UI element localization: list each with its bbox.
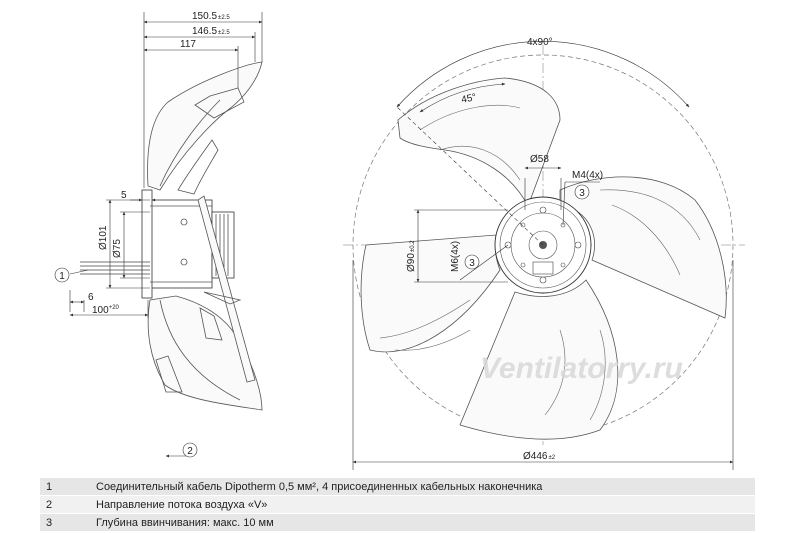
callout-airflow: 2 <box>182 442 198 458</box>
svg-text:3: 3 <box>579 188 585 199</box>
svg-text:3: 3 <box>469 258 475 269</box>
legend-text: Глубина ввинчивания: макс. 10 мм <box>90 513 755 532</box>
legend-row: 2 Направление потока воздуха «V» <box>40 495 755 514</box>
legend-table: 1 Соединительный кабель Dipotherm 0,5 мм… <box>40 478 755 532</box>
cable-offset-label: 6 <box>88 292 94 303</box>
svg-text:1: 1 <box>59 271 65 282</box>
outer-bolt-circle-label: Ø90±0.2 <box>406 240 417 272</box>
legend-text: Направление потока воздуха «V» <box>90 495 755 514</box>
inner-thread-label: M4(4x) <box>572 170 603 181</box>
legend-row: 3 Глубина ввинчивания: макс. 10 мм <box>40 513 755 532</box>
motor-diameter-label: Ø101 <box>98 225 109 250</box>
callout-screw-depth-b: 3 <box>464 254 480 270</box>
inner-bolt-circle-label: Ø58 <box>530 154 549 165</box>
svg-text:2: 2 <box>187 446 193 457</box>
side-dimensions <box>69 12 263 458</box>
fan-diameter-label: Ø446±2 <box>523 451 556 462</box>
hub-depth-label: 117 <box>180 39 196 50</box>
blade-depth-label: 146.5±2.5 <box>192 26 230 37</box>
flange-offset-label: 5 <box>121 190 127 201</box>
front-dimensions <box>352 41 734 470</box>
angle-45-label: 45° <box>460 92 477 106</box>
front-view <box>343 45 745 445</box>
legend-row: 1 Соединительный кабель Dipotherm 0,5 мм… <box>40 478 755 496</box>
legend-number: 2 <box>40 495 90 514</box>
watermark: Ventilatorry.ru <box>480 352 683 385</box>
shaft-diameter-label: Ø75 <box>112 239 123 258</box>
outer-thread-label: M6(4x) <box>450 241 461 272</box>
technical-drawing: 150.5±2.5 146.5±2.5 117 5 Ø101 Ø75 6 100… <box>54 11 745 470</box>
cable-lines <box>80 261 150 275</box>
overall-depth-label: 150.5±2.5 <box>192 11 230 22</box>
legend-text: Соединительный кабель Dipotherm 0,5 мм²,… <box>90 478 755 496</box>
angle-pattern-label: 4x90° <box>527 37 553 48</box>
front-dimension-labels: 4x90° 45° Ø58 M4(4x) Ø90±0.2 M6(4x) Ø446… <box>406 37 603 462</box>
legend-number: 3 <box>40 513 90 532</box>
side-dimension-labels: 150.5±2.5 146.5±2.5 117 5 Ø101 Ø75 6 100… <box>88 11 230 316</box>
callout-screw-depth-a: 3 <box>574 184 590 200</box>
cable-length-label: 100+20 <box>92 305 120 316</box>
callout-cable: 1 <box>54 267 70 283</box>
legend-number: 1 <box>40 478 90 496</box>
side-view <box>141 61 263 411</box>
